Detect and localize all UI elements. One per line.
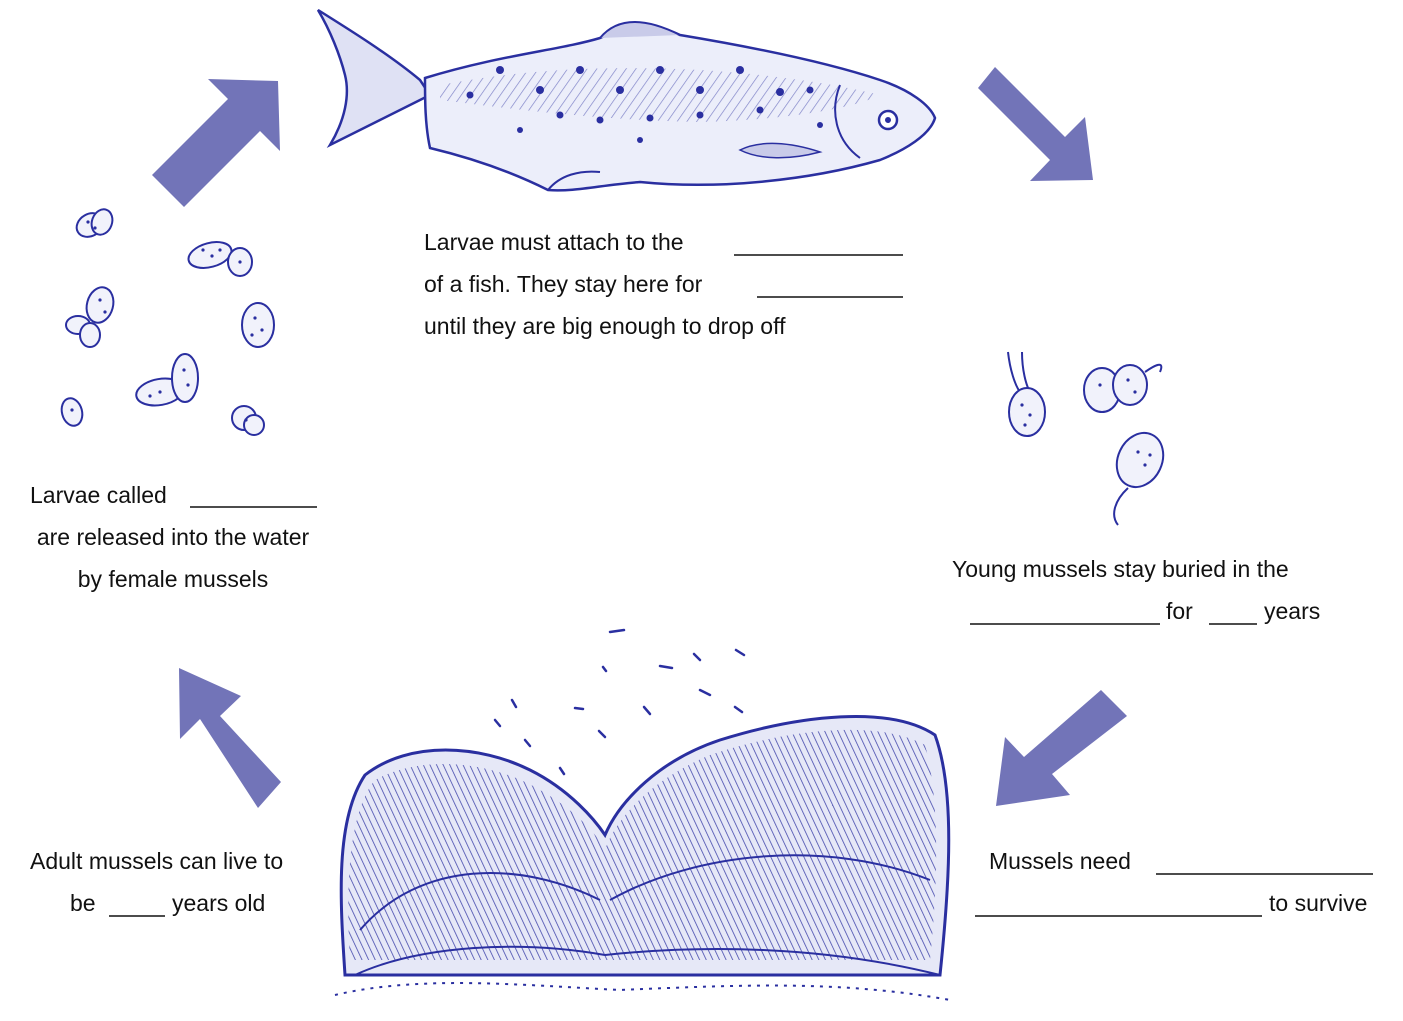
adult-mussel-shell-drawing-icon <box>335 716 950 1000</box>
fish-caption-line3: until they are big enough to drop off <box>424 305 785 347</box>
arrow-down-right-icon <box>978 67 1093 181</box>
larvae-caption-line2: are released into the water <box>0 516 346 558</box>
adult-caption-years-old: years old <box>172 882 265 924</box>
larvae-stage-caption: Larvae called are released into the wate… <box>0 474 346 600</box>
juvenile-mussels-drawing-icon <box>1008 352 1172 525</box>
habitat-caption-line1: Mussels need <box>989 840 1131 882</box>
glochidia-larvae-drawing-icon <box>59 206 274 435</box>
juvenile-stage-caption: Young mussels stay buried in the <box>952 548 1289 590</box>
arrow-up-left-icon <box>179 668 281 808</box>
fish-caption-line2: of a fish. They stay here for <box>424 263 785 305</box>
arrow-down-left-icon <box>996 690 1127 806</box>
juvenile-caption-years: years <box>1264 590 1320 632</box>
habitat-caption-line2: to survive <box>1269 882 1367 924</box>
larvae-caption-line3: by female mussels <box>0 558 346 600</box>
larvae-caption-line1: Larvae called <box>0 474 346 516</box>
adult-caption-be: be <box>70 882 96 924</box>
fish-caption-line1: Larvae must attach to the <box>424 221 785 263</box>
fish-stage-caption: Larvae must attach to the of a fish. The… <box>424 221 785 347</box>
adult-caption-line1: Adult mussels can live to <box>30 840 283 882</box>
salmon-fish-drawing-icon <box>318 10 935 190</box>
arrow-up-right-icon <box>152 79 280 207</box>
juvenile-caption-for: for <box>1166 590 1193 632</box>
juvenile-caption-line1: Young mussels stay buried in the <box>952 548 1289 590</box>
